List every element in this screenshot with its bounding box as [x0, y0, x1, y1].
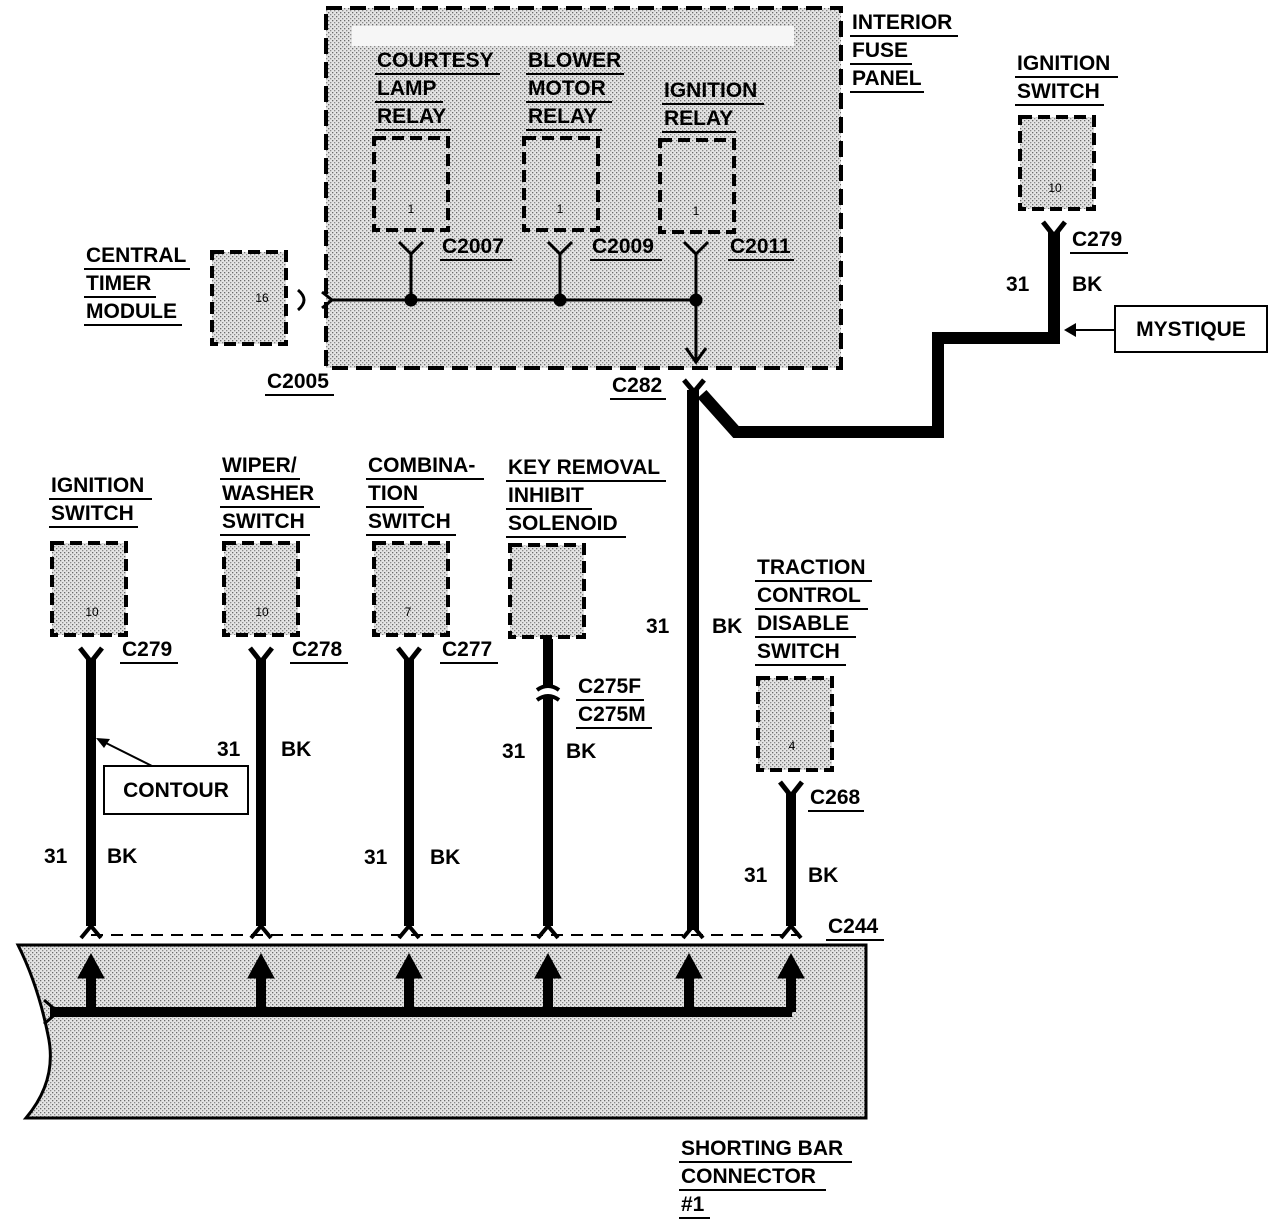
key-removal-inhibit-solenoid: KEY REMOVAL INHIBIT SOLENOID C275F C275M… — [502, 456, 666, 926]
blower-motor-relay: BLOWER MOTOR RELAY 1 C2009 — [522, 49, 662, 261]
wiper-switch-label-1: WIPER/ — [222, 454, 297, 477]
traction-switch-pin: 4 — [789, 739, 796, 753]
wiper-switch-pin: 10 — [255, 605, 269, 619]
traction-switch-label-2: CONTROL — [757, 584, 861, 607]
ignition-switch-bottom-color: BK — [107, 845, 137, 868]
c282-connector-label: C282 — [612, 374, 662, 397]
c279-connector-label: C279 — [122, 638, 172, 661]
ctm-label-3: MODULE — [86, 300, 177, 323]
shorting-bar-label-1: SHORTING BAR — [681, 1137, 843, 1160]
traction-switch-color: BK — [808, 864, 838, 887]
c244-connector-label: C244 — [828, 915, 879, 938]
key-solenoid-label-1: KEY REMOVAL — [508, 456, 660, 479]
c244-connector: C244 — [79, 915, 884, 941]
combination-switch-pin: 7 — [405, 605, 412, 619]
ignition-switch-bottom-label-1: IGNITION — [51, 474, 144, 497]
c282-wire-color: BK — [712, 615, 742, 638]
traction-switch-circuit: 31 — [744, 864, 768, 887]
blower-relay-label-3: RELAY — [528, 105, 597, 128]
c275m-connector-label: C275M — [578, 703, 646, 726]
c277-connector-label: C277 — [442, 638, 492, 661]
wiper-switch-label-3: SWITCH — [222, 510, 305, 533]
traction-control-disable-switch: TRACTION CONTROL DISABLE SWITCH 4 C268 3… — [744, 556, 872, 926]
wiper-switch-label-2: WASHER — [222, 482, 314, 505]
ignition-switch-bottom-pin: 10 — [85, 605, 99, 619]
contour-note: CONTOUR — [96, 738, 249, 815]
contour-label: CONTOUR — [123, 779, 229, 802]
courtesy-relay-label-3: RELAY — [377, 105, 446, 128]
fuse-panel-title-line-1: INTERIOR — [852, 11, 952, 34]
c282-wire-circuit: 31 — [646, 615, 670, 638]
fuse-panel-internal-bus — [321, 240, 710, 365]
c2011-connector-label: C2011 — [730, 235, 791, 258]
ignition-relay-label-1: IGNITION — [664, 79, 757, 102]
ignition-switch-bottom-circuit: 31 — [44, 845, 68, 868]
ignition-relay-pin: 1 — [693, 204, 700, 218]
shorting-bar-label-3: #1 — [681, 1193, 705, 1216]
ignition-switch-top-circuit: 31 — [1006, 273, 1030, 296]
courtesy-relay-label-1: COURTESY — [377, 49, 494, 72]
ignition-switch-top-label-1: IGNITION — [1017, 52, 1110, 75]
ctm-label-2: TIMER — [86, 272, 151, 295]
c282-wire: C282 31 BK — [610, 374, 742, 930]
wiper-washer-switch: WIPER/ WASHER SWITCH 10 C278 31 BK — [217, 454, 348, 926]
courtesy-relay-label-2: LAMP — [377, 77, 437, 100]
traction-switch-label-3: DISABLE — [757, 612, 849, 635]
ignition-switch-top-connector: C279 — [1072, 228, 1122, 251]
c278-connector-label: C278 — [292, 638, 343, 661]
ignition-switch-top-label-2: SWITCH — [1017, 80, 1100, 103]
traction-switch-label-1: TRACTION — [757, 556, 866, 579]
ctm-label-1: CENTRAL — [86, 244, 186, 267]
mystique-note: MYSTIQUE — [1064, 305, 1268, 353]
c2007-connector-label: C2007 — [442, 235, 504, 258]
ctm-pin: 16 — [255, 291, 269, 305]
c2005-connector-label: C2005 — [267, 370, 329, 393]
fuse-panel-title-line-2: FUSE — [852, 39, 908, 62]
traction-switch-label-4: SWITCH — [757, 640, 840, 663]
wiper-switch-circuit: 31 — [217, 738, 241, 761]
shorting-bar-connector: SHORTING BAR CONNECTOR #1 — [15, 943, 868, 1219]
key-solenoid-label-2: INHIBIT — [508, 484, 584, 507]
fuse-panel-title-line-3: PANEL — [852, 67, 922, 90]
combination-switch-label-1: COMBINA- — [368, 454, 475, 477]
wiper-switch-color: BK — [281, 738, 311, 761]
courtesy-lamp-relay: COURTESY LAMP RELAY 1 C2007 — [372, 49, 512, 261]
combination-switch-label-2: TION — [368, 482, 418, 505]
combination-switch: COMBINA- TION SWITCH 7 C277 31 BK — [364, 454, 498, 926]
c2009-connector-label: C2009 — [592, 235, 654, 258]
key-solenoid-circuit: 31 — [502, 740, 526, 763]
key-solenoid-label-3: SOLENOID — [508, 512, 618, 535]
ignition-switch-bottom: IGNITION SWITCH 10 C279 31 BK — [44, 474, 178, 926]
key-solenoid-color: BK — [566, 740, 596, 763]
shorting-bar-label-2: CONNECTOR — [681, 1165, 816, 1188]
mystique-wire — [697, 220, 1067, 438]
c268-connector-label: C268 — [810, 786, 861, 809]
courtesy-relay-pin: 1 — [408, 202, 415, 216]
interior-fuse-panel-title: INTERIOR FUSE PANEL — [850, 11, 958, 93]
ignition-switch-top: IGNITION SWITCH 10 C279 31 BK — [1006, 52, 1128, 296]
ignition-switch-top-pin: 10 — [1048, 181, 1062, 195]
combination-switch-color: BK — [430, 846, 460, 869]
ignition-relay-label-2: RELAY — [664, 107, 733, 130]
c275f-connector-label: C275F — [578, 675, 641, 698]
blower-relay-label-2: MOTOR — [528, 77, 606, 100]
blower-relay-label-1: BLOWER — [528, 49, 621, 72]
blower-relay-pin: 1 — [557, 202, 564, 216]
ignition-switch-top-color: BK — [1072, 273, 1102, 296]
mystique-label: MYSTIQUE — [1136, 318, 1246, 341]
combination-switch-circuit: 31 — [364, 846, 388, 869]
ignition-switch-bottom-label-2: SWITCH — [51, 502, 134, 525]
combination-switch-label-3: SWITCH — [368, 510, 451, 533]
central-timer-module: CENTRAL TIMER MODULE 16 C2005 — [84, 244, 334, 396]
ignition-relay: IGNITION RELAY 1 C2011 — [658, 79, 794, 261]
